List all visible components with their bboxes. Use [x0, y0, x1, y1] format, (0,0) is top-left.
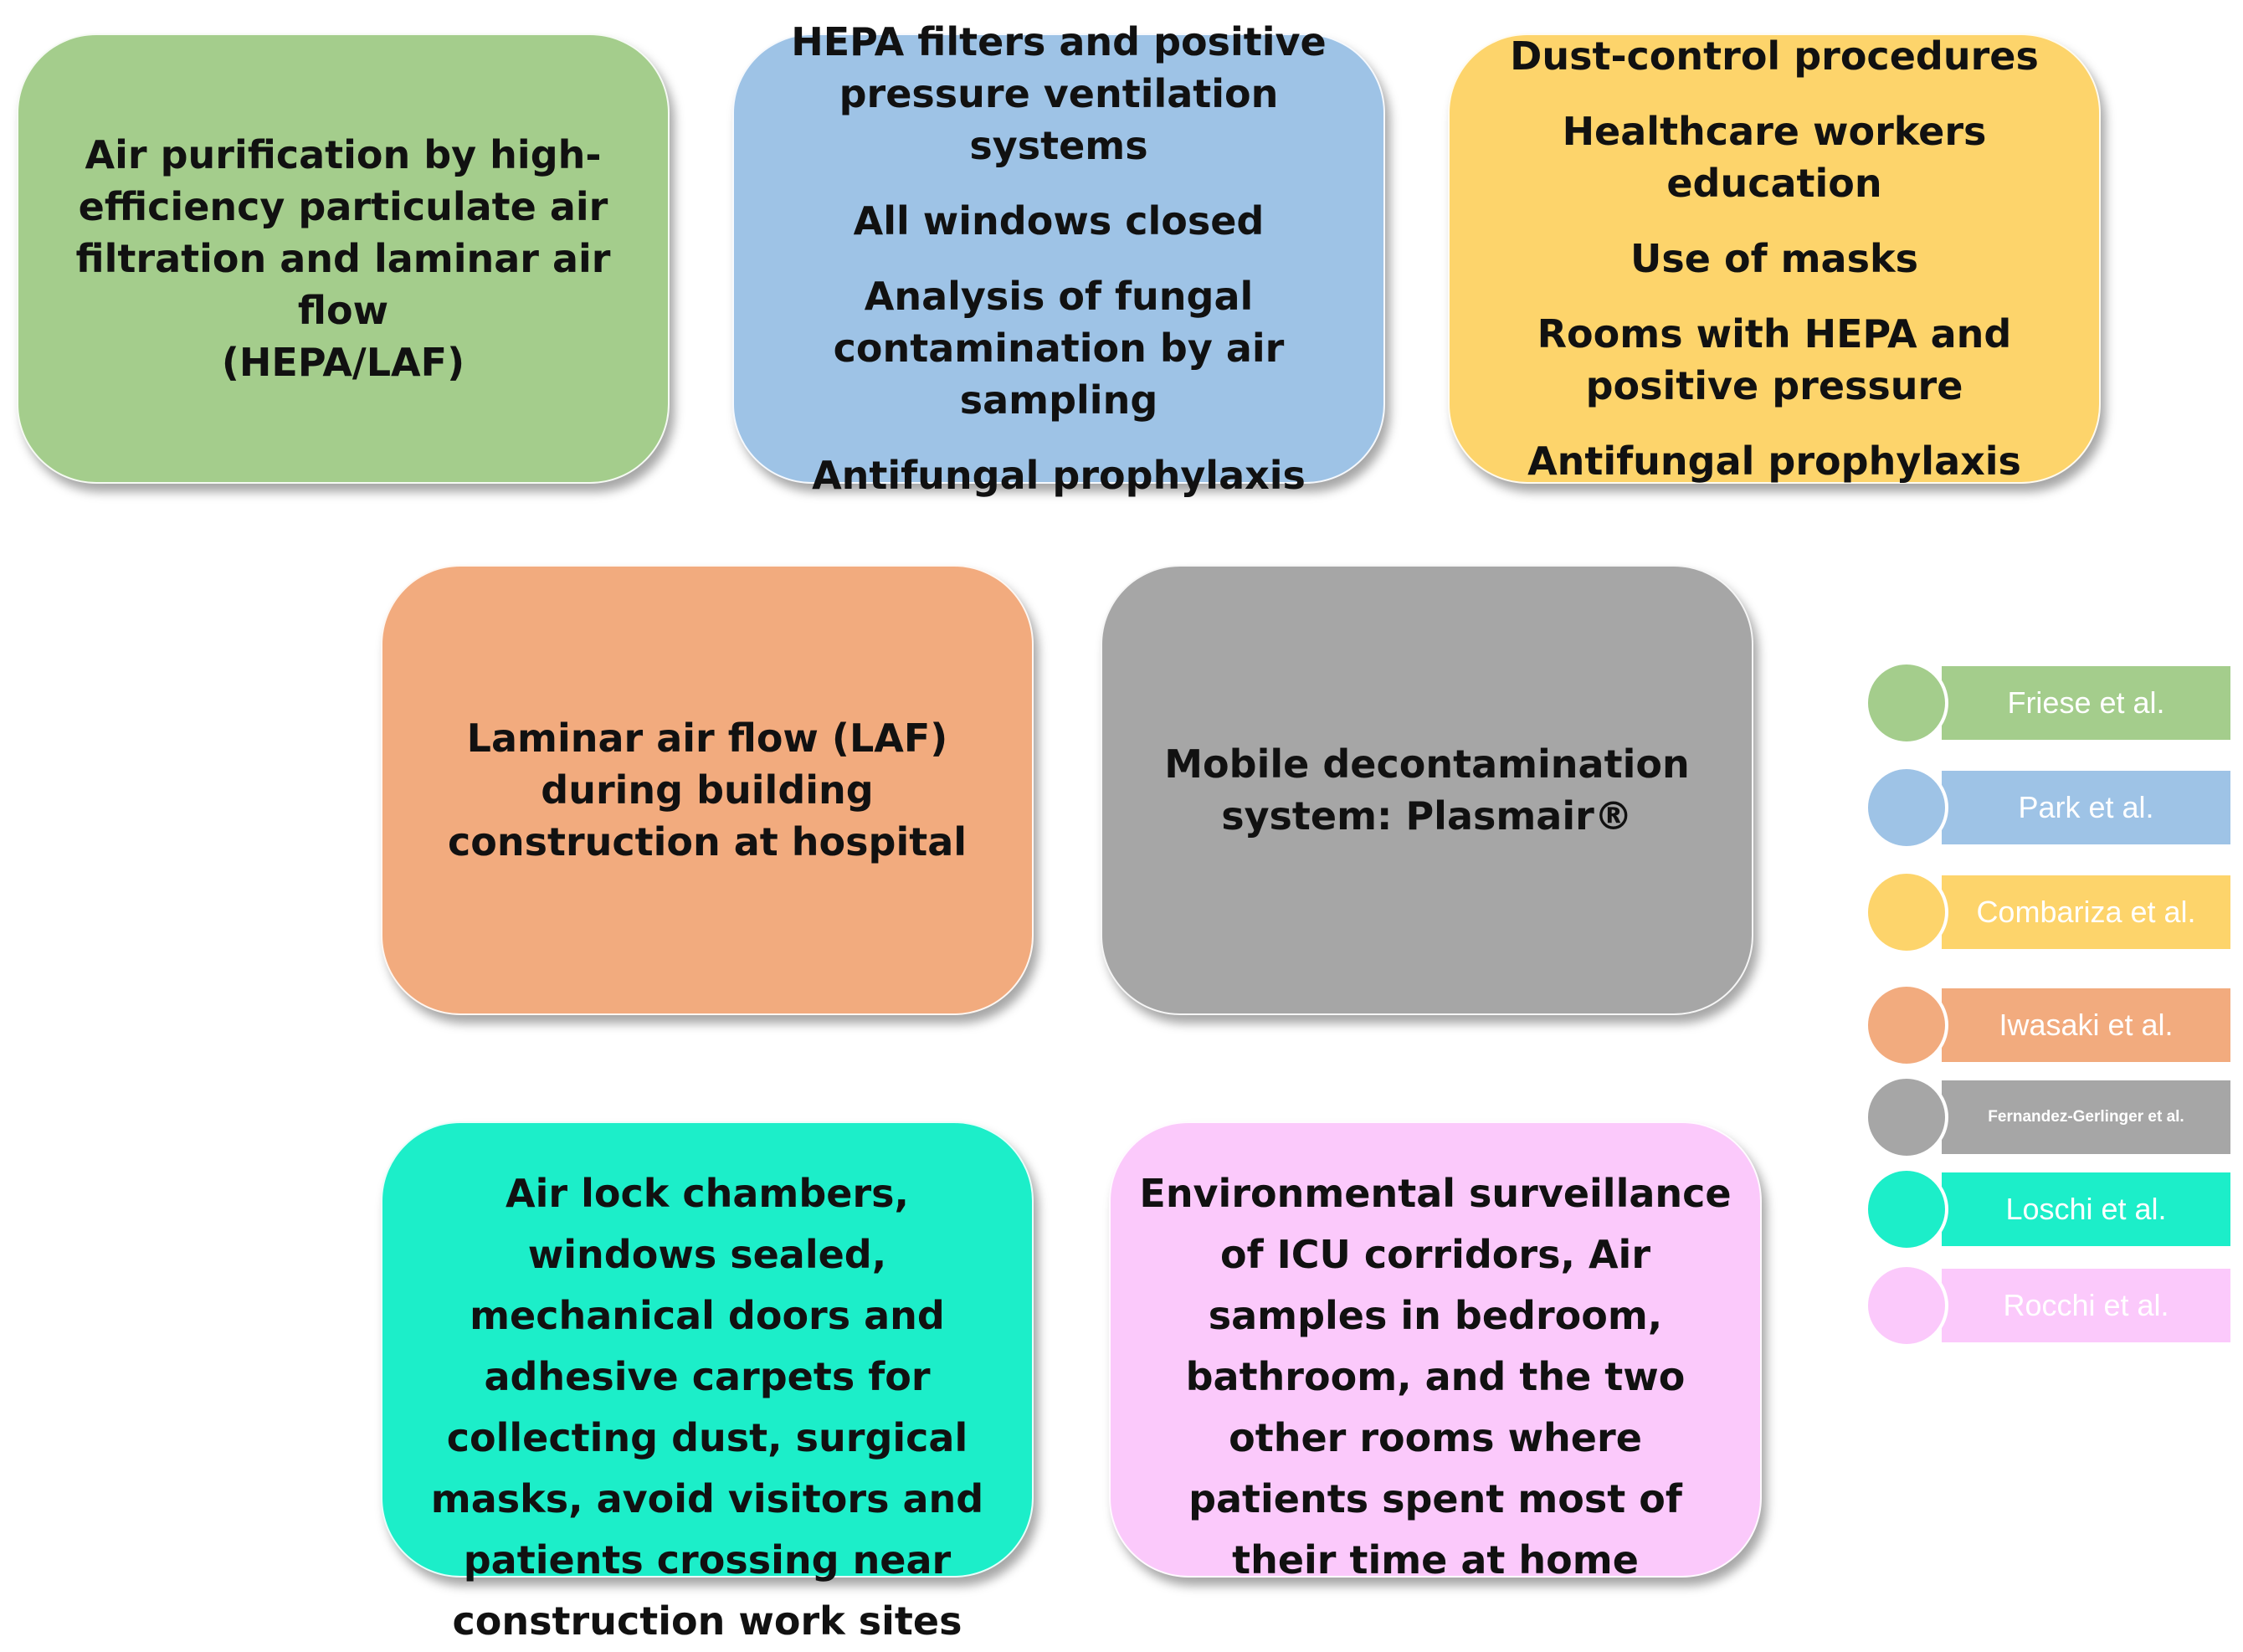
box-rocchi: Environmental surveillance of ICU corrid… — [1109, 1121, 1762, 1583]
legend-dot — [1865, 1167, 1948, 1251]
box-combariza: Dust-control procedures Healthcare worke… — [1448, 33, 2101, 484]
box-combariza-item: Antifungal prophylaxis — [1527, 439, 2021, 484]
box-combariza-item: Healthcare workers education — [1562, 109, 1987, 206]
box-friese-line: filtration and laminar air flow — [75, 236, 611, 333]
box-friese-line: Air purification by high- — [85, 132, 602, 177]
box-combariza-item: Rooms with HEPA and positive pressure — [1537, 311, 2012, 408]
legend-item-iwasaki: Iwasaki et al. — [1865, 983, 2233, 1067]
box-park: HEPA filters and positive pressure venti… — [732, 19, 1385, 498]
legend-item-combariza: Combariza et al. — [1865, 870, 2233, 954]
legend-label: Friese et al. — [1942, 666, 2230, 740]
box-iwasaki-text: Laminar air flow (LAF) during building c… — [447, 716, 968, 864]
box-friese-line: (HEPA/LAF) — [221, 340, 465, 385]
box-loschi: Air lock chambers, windows sealed, mecha… — [381, 1121, 1034, 1644]
box-fernandez-gerlinger-text: Mobile decontamination system: Plasmair® — [1164, 741, 1690, 839]
box-park-item: HEPA filters and positive pressure venti… — [791, 19, 1327, 168]
legend-label: Iwasaki et al. — [1942, 988, 2230, 1062]
legend-label: Loschi et al. — [1942, 1172, 2230, 1246]
box-park-item: All windows closed — [853, 198, 1265, 244]
legend-item-loschi: Loschi et al. — [1865, 1167, 2233, 1251]
legend-label: Combariza et al. — [1942, 875, 2230, 949]
legend-dot — [1865, 1075, 1948, 1159]
box-iwasaki: Laminar air flow (LAF) during building c… — [381, 565, 1034, 1015]
box-rocchi-text: Environmental surveillance of ICU corrid… — [1139, 1171, 1732, 1583]
legend-dot — [1865, 661, 1948, 745]
box-combariza-item: Use of masks — [1630, 236, 1918, 281]
legend-dot — [1865, 983, 1948, 1067]
box-park-item: Analysis of fungal contamination by air … — [833, 274, 1285, 423]
legend-item-fernandez-gerlinger: Fernandez-Gerlinger et al. — [1865, 1075, 2233, 1159]
box-park-item: Antifungal prophylaxis — [812, 453, 1306, 498]
legend-dot — [1865, 766, 1948, 849]
legend-dot — [1865, 1264, 1948, 1347]
legend-label: Fernandez-Gerlinger et al. — [1942, 1080, 2230, 1154]
box-fernandez-gerlinger: Mobile decontamination system: Plasmair® — [1101, 565, 1753, 1015]
box-friese: Air purification by high- efficiency par… — [17, 33, 670, 484]
legend: Friese et al. Park et al. Combariza et a… — [1865, 661, 2233, 1364]
box-combariza-item: Dust-control procedures — [1510, 33, 2039, 79]
legend-item-friese: Friese et al. — [1865, 661, 2233, 745]
legend-item-rocchi: Rocchi et al. — [1865, 1264, 2233, 1347]
legend-label: Rocchi et al. — [1942, 1269, 2230, 1342]
legend-dot — [1865, 870, 1948, 954]
box-friese-line: efficiency particulate air — [78, 184, 608, 229]
legend-item-park: Park et al. — [1865, 766, 2233, 849]
legend-label: Park et al. — [1942, 771, 2230, 844]
box-loschi-text: Air lock chambers, windows sealed, mecha… — [430, 1171, 984, 1644]
